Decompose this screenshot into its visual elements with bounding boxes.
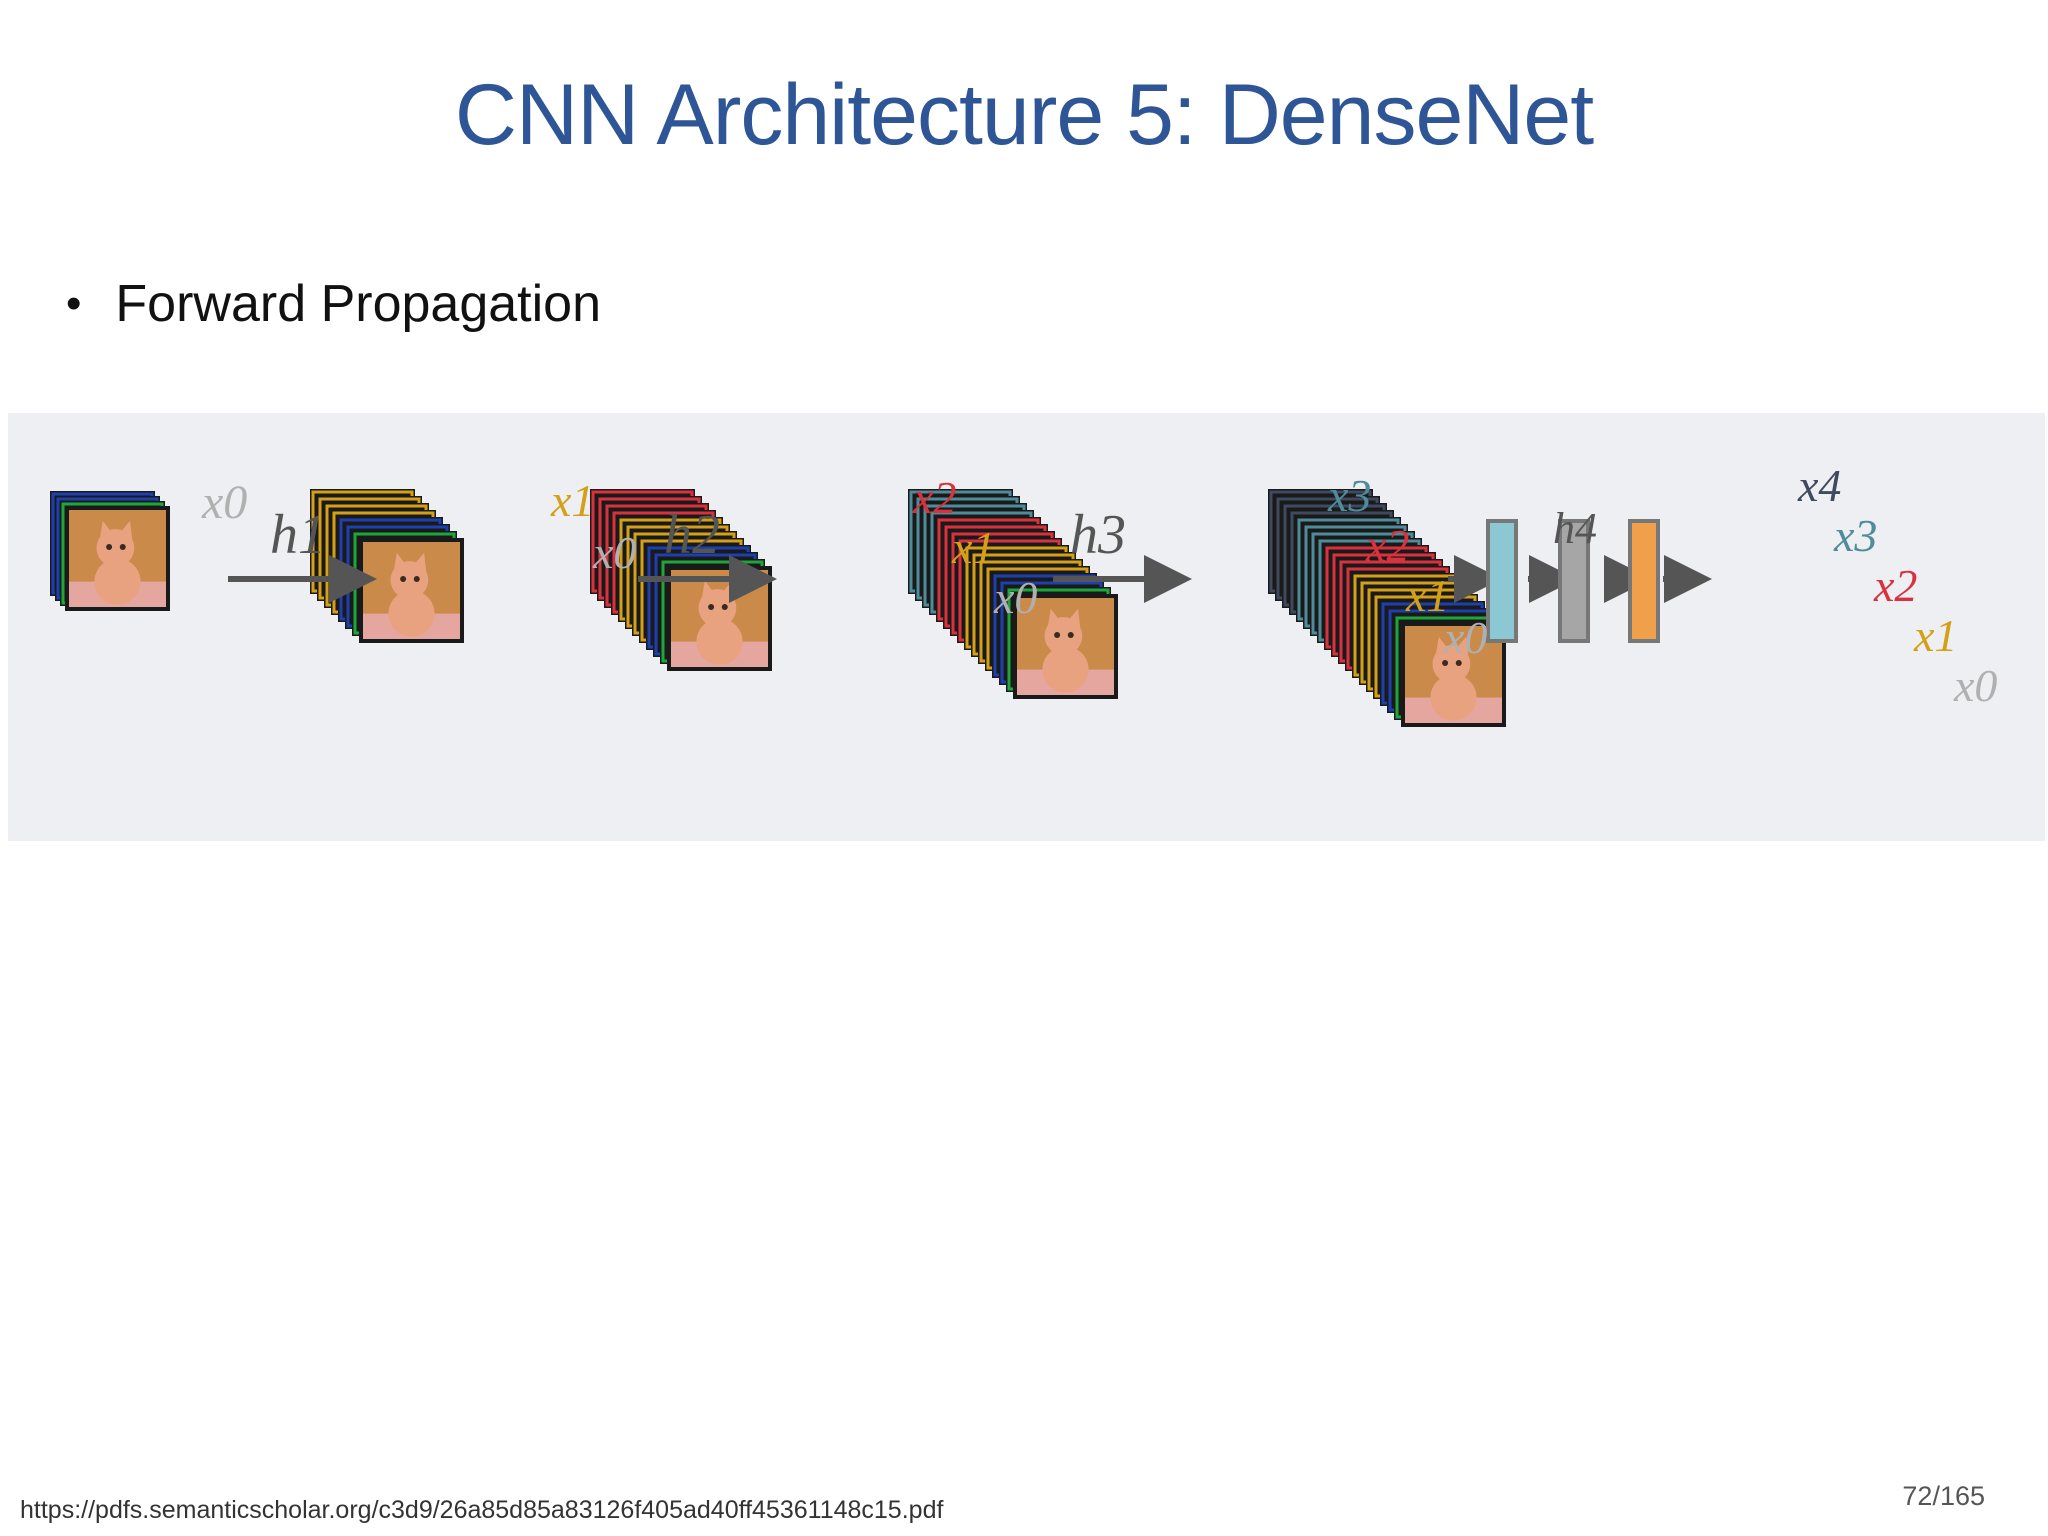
kitten-image <box>65 506 170 611</box>
stack-layer3 <box>908 489 1118 699</box>
stack-layer2 <box>590 489 772 671</box>
label-x3: x3 <box>1833 510 1877 561</box>
label-h1: h1 <box>270 504 326 566</box>
bullet-item: • Forward Propagation <box>66 274 601 334</box>
stack-input <box>50 491 170 611</box>
slide-title: CNN Architecture 5: DenseNet <box>454 67 1594 163</box>
label-x0: x0 <box>1953 660 1997 711</box>
bullet-text: Forward Propagation <box>115 275 602 333</box>
label-x2: x2 <box>912 472 956 523</box>
bullet-icon: • <box>66 279 82 328</box>
label-h2: h2 <box>664 504 720 566</box>
label-x2: x2 <box>1365 520 1409 571</box>
label-x1: x1 <box>951 522 995 573</box>
label-x3: x3 <box>1327 470 1371 521</box>
label-h3: h3 <box>1070 504 1126 566</box>
kitten-image <box>1013 594 1118 699</box>
page-number: 72/165 <box>1902 1481 1985 1511</box>
label-x0: x0 <box>1443 612 1487 663</box>
block-relu <box>1558 519 1590 643</box>
block-conv <box>1628 519 1660 643</box>
stack-output <box>1268 489 1506 727</box>
kitten-image <box>667 566 772 671</box>
label-x4: x4 <box>1797 460 1841 511</box>
label-x1: x1 <box>550 475 594 526</box>
block-bn <box>1486 519 1518 643</box>
footer-source-url[interactable]: https://pdfs.semanticscholar.org/c3d9/26… <box>20 1496 944 1524</box>
label-h4: h4 <box>1553 504 1597 553</box>
label-x1: x1 <box>1913 610 1957 661</box>
label-x1: x1 <box>1405 570 1449 621</box>
stack-layer1 <box>310 489 464 643</box>
kitten-image <box>359 538 464 643</box>
label-x0: x0 <box>993 572 1037 623</box>
label-x0: x0 <box>592 527 636 578</box>
label-x2: x2 <box>1873 560 1917 611</box>
label-x0: x0 <box>201 476 247 529</box>
